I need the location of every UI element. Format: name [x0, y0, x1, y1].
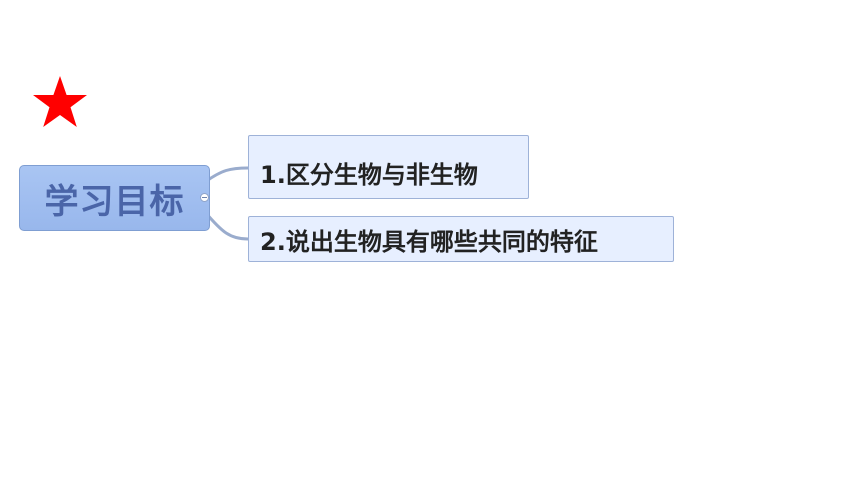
root-topic[interactable]: 学习目标: [19, 165, 210, 231]
connector-branch-1: [204, 166, 249, 184]
root-topic-label: 学习目标: [44, 181, 185, 222]
branch-topic-2[interactable]: 2.说出生物具有哪些共同的特征: [248, 216, 674, 262]
branch-topic-2-label: 2.说出生物具有哪些共同的特征: [260, 227, 598, 256]
branch-topic-1-label: 1.区分生物与非生物: [260, 160, 478, 189]
branch-topic-1[interactable]: 1.区分生物与非生物: [248, 135, 529, 199]
collapse-minus-icon[interactable]: [200, 193, 209, 202]
star-icon: [33, 76, 87, 127]
connector-branch-2: [203, 211, 249, 241]
